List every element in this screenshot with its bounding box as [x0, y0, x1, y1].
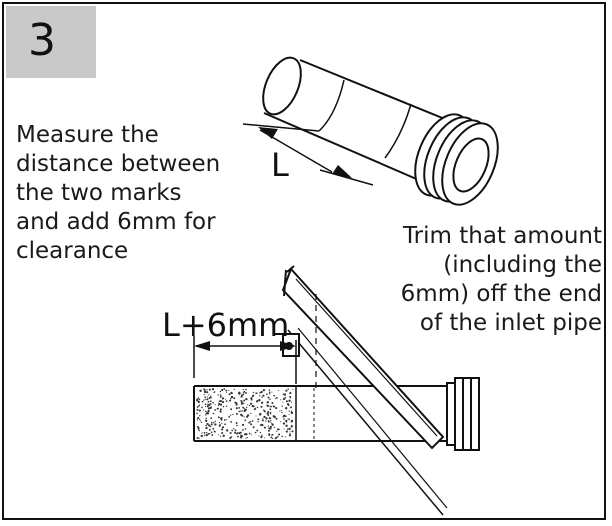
- measure-instruction-line: the two marks: [16, 180, 182, 206]
- step-number-box: 3: [6, 6, 96, 78]
- step-number: 3: [28, 15, 56, 66]
- cut-dimension: [193, 336, 297, 384]
- trim-instruction-line: Trim that amount: [403, 223, 602, 249]
- measure-instruction-line: Measure the: [16, 122, 159, 148]
- measurement-dimension: [242, 123, 374, 186]
- trim-instruction: Trim that amount (including the 6mm) off…: [380, 222, 602, 338]
- inlet-pipe-illustration: [193, 377, 480, 451]
- cut-length-label: L+6mm: [162, 306, 289, 344]
- panel-frame: [2, 2, 606, 520]
- measure-instruction: Measure the distance between the two mar…: [16, 121, 276, 266]
- measure-instruction-line: distance between: [16, 151, 221, 177]
- marked-pipe-illustration: [262, 56, 499, 206]
- trim-instruction-line: (including the: [443, 252, 602, 278]
- trim-instruction-line: of the inlet pipe: [419, 310, 602, 336]
- trim-instruction-line: 6mm) off the end: [400, 281, 602, 307]
- measurement-label: L: [271, 146, 289, 184]
- measure-instruction-line: and add 6mm for: [16, 209, 216, 235]
- hacksaw-icon: [273, 265, 448, 516]
- measure-instruction-line: clearance: [16, 238, 129, 264]
- cut-off-section: [196, 388, 294, 440]
